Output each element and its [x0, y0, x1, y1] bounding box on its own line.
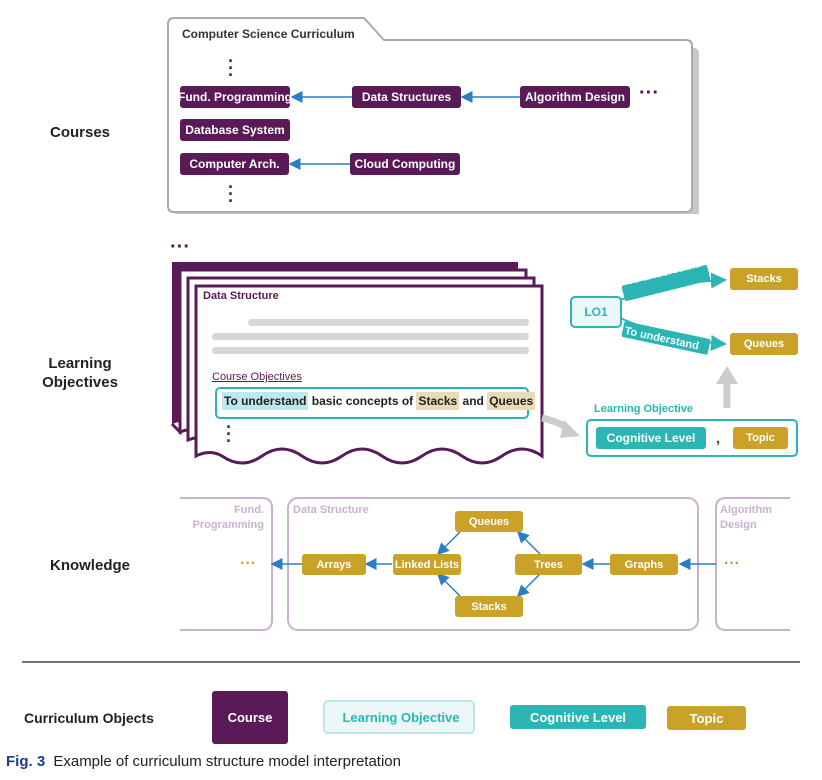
lo-comma: ,	[716, 430, 721, 447]
legend-topic: Topic	[667, 706, 746, 730]
course-cloud-computing: Cloud Computing	[350, 153, 460, 175]
lo-cognitive-level: Cognitive Level	[596, 427, 706, 449]
learning-objective-heading: Learning Objective	[594, 403, 694, 415]
lo-topic: Topic	[733, 427, 788, 449]
row-label-learning-objectives: Learning Objectives	[30, 354, 130, 392]
caption-text: Example of curriculum structure model in…	[53, 753, 401, 770]
objective-sentence: To understand basic concepts of Stacks a…	[222, 392, 536, 410]
courses-folder-panel	[167, 17, 699, 214]
arrow-stacks-linked	[436, 572, 461, 597]
knowledge-left-course: Fund. Programming	[190, 503, 264, 533]
legend-cognitive-level: Cognitive Level	[510, 705, 646, 729]
legend-learning-objective-frame	[323, 700, 475, 734]
course-computer-arch: Computer Arch.	[180, 153, 289, 175]
legend-heading: Curriculum Objects	[24, 710, 154, 726]
row-label-knowledge: Knowledge	[49, 557, 130, 574]
topic-stacks: Stacks	[455, 596, 523, 617]
document-title: Data Structure	[203, 290, 279, 302]
document-vertical-ellipsis: ···	[226, 417, 232, 451]
courses-vertical-ellipsis-bottom: ···	[228, 177, 234, 211]
row-label-courses: Courses	[49, 124, 111, 141]
knowledge-left-course-l1: Fund.	[234, 504, 264, 516]
lo1-node: LO1	[570, 296, 622, 328]
courses-horizontal-ellipsis: ···	[639, 82, 659, 104]
legend-course: Course	[212, 691, 288, 744]
knowledge-right-ellipsis: ···	[724, 555, 740, 572]
topic-trees: Trees	[515, 554, 582, 575]
arrow-queues-linked	[436, 531, 461, 556]
topic-arrays: Arrays	[302, 554, 366, 575]
topic-linked-lists: Linked Lists	[393, 554, 461, 575]
cognitive-highlight: To understand	[222, 392, 309, 410]
course-objectives-heading: Course Objectives	[212, 371, 302, 383]
row-label-learning: Learning	[48, 355, 112, 372]
placeholder-text-lines	[212, 319, 529, 354]
arrow-trees-stacks	[516, 573, 541, 598]
sentence-and: and	[459, 394, 488, 408]
topic-highlight-stacks: Stacks	[416, 392, 460, 410]
row-label-objectives: Objectives	[42, 374, 118, 391]
knowledge-right-course: Algorithm Design	[720, 503, 772, 533]
knowledge-right-course-l1: Algorithm	[720, 504, 772, 516]
course-database-system: Database System	[180, 119, 290, 141]
sentence-middle: basic concepts of	[308, 394, 417, 408]
course-data-structures: Data Structures	[352, 86, 461, 108]
lo-topic-stacks: Stacks	[730, 268, 798, 290]
knowledge-right-course-l2: Design	[720, 519, 757, 531]
topic-highlight-queues: Queues	[487, 392, 536, 410]
knowledge-center-course: Data Structure	[293, 504, 369, 516]
legend-learning-objective: Learning Objective	[342, 710, 460, 725]
documents-ellipsis: ···	[170, 236, 190, 258]
caption-label: Fig. 3	[6, 753, 46, 770]
knowledge-left-ellipsis: ···	[240, 555, 256, 572]
curriculum-title: Computer Science Curriculum	[182, 27, 355, 41]
figure-caption: Fig. 3 Example of curriculum structure m…	[6, 753, 401, 770]
knowledge-left-course-l2: Programming	[192, 519, 264, 531]
topic-graphs: Graphs	[610, 554, 678, 575]
course-fund-programming: Fund. Programming	[178, 86, 292, 108]
lo-topic-queues: Queues	[730, 333, 798, 355]
topic-queues: Queues	[455, 511, 523, 532]
arrow-trees-queues	[516, 530, 541, 555]
course-algorithm-design: Algorithm Design	[520, 86, 630, 108]
courses-vertical-ellipsis-top: ···	[228, 51, 234, 85]
